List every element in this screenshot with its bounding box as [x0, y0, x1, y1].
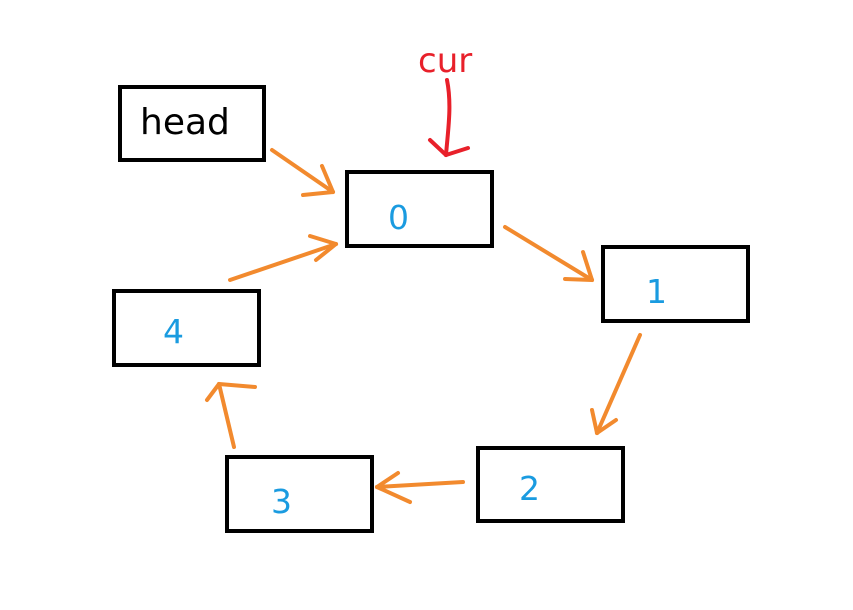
arrow-cur-pointer: [428, 78, 470, 157]
node-4-box: [112, 289, 261, 367]
node-0-box: [345, 170, 494, 248]
arrow-node-0-to-node-1: [503, 225, 594, 282]
arrow-head-to-node-0: [270, 148, 335, 197]
node-1-label: 1: [646, 272, 667, 311]
node-3-label: 3: [271, 482, 292, 521]
head-box: [118, 85, 266, 162]
arrow-node-3-to-node-4: [205, 382, 257, 449]
arrow-node-2-to-node-3: [375, 471, 465, 504]
node-4-label: 4: [163, 312, 184, 351]
head-label: head: [140, 102, 230, 143]
node-1-box: [601, 245, 750, 323]
node-0-label: 0: [388, 198, 409, 237]
arrow-node-1-to-node-2: [590, 333, 642, 435]
node-2-label: 2: [519, 469, 540, 508]
cur-pointer-label: cur: [418, 41, 473, 81]
node-2-box: [476, 446, 625, 523]
arrow-node-4-to-node-0: [228, 234, 338, 282]
node-3-box: [225, 455, 374, 533]
